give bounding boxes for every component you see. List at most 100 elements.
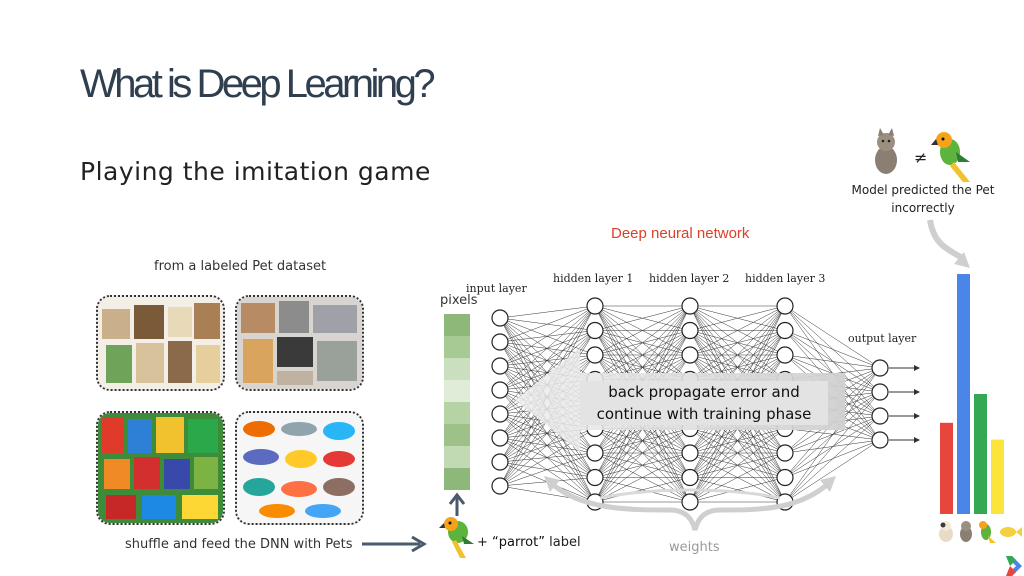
prediction-caption: Model predicted the Pet incorrectly <box>840 181 1006 217</box>
weight-connection <box>499 305 596 391</box>
hidden-neuron <box>586 468 604 487</box>
label-suffix: label <box>549 535 581 550</box>
hidden-neuron <box>776 444 794 462</box>
feed-caption: shuffle and feed the DNN with Pets <box>125 537 353 552</box>
cat-image-tile <box>235 295 364 391</box>
weight-connection <box>689 305 786 356</box>
output-neuron <box>871 383 889 401</box>
weight-connection <box>784 354 881 369</box>
output-layer-label: output layer <box>848 332 917 345</box>
prediction-caption-line-1: Model predicted the Pet <box>851 183 995 197</box>
pixel-cell <box>444 402 470 424</box>
pixel-cell <box>444 380 470 402</box>
output-arrowhead <box>914 437 920 443</box>
dataset-caption: from a labeled Pet dataset <box>154 259 327 274</box>
hidden-neuron <box>776 468 794 487</box>
weight-connection <box>499 452 596 487</box>
weight-connection <box>594 477 691 503</box>
weight-connection <box>784 391 881 503</box>
weight-connection <box>499 305 596 319</box>
weights-brace <box>544 476 836 531</box>
weight-connection <box>689 305 786 331</box>
network-title: Deep neural network <box>611 225 750 242</box>
weight-connection <box>594 452 691 503</box>
cat-icon <box>875 128 897 174</box>
output-bar-cat <box>957 274 970 514</box>
input-neuron <box>491 357 509 375</box>
cat-icon <box>960 521 972 542</box>
weight-connection <box>784 305 881 369</box>
label-word: “parrot” <box>492 535 545 550</box>
weight-connection <box>499 305 596 415</box>
prediction-caption-line-2: incorrectly <box>891 201 955 215</box>
weight-connection <box>594 305 691 331</box>
input-neuron <box>491 405 509 423</box>
up-arrow-icon <box>448 492 466 516</box>
weight-connection <box>594 305 691 380</box>
backprop-line-1: back propagate error and <box>608 383 800 401</box>
slide-subtitle: Playing the imitation game <box>80 157 431 186</box>
input-layer-label: input layer <box>466 282 527 295</box>
weights-label: weights <box>669 540 720 555</box>
output-neuron <box>871 407 889 425</box>
pixels-label: pixels <box>440 293 478 308</box>
output-neuron <box>871 359 889 377</box>
hidden-layer-1-label: hidden layer 1 <box>553 272 634 285</box>
hidden-layer-2-label: hidden layer 2 <box>649 272 730 285</box>
hidden-neuron <box>681 444 699 462</box>
dog-icon <box>939 521 953 542</box>
output-bar-dog <box>940 422 953 514</box>
weight-connection <box>499 305 596 439</box>
output-bar-chart <box>940 274 1004 514</box>
input-neuron <box>491 309 509 327</box>
output-bar-fish <box>991 439 1004 514</box>
output-arrowhead <box>914 365 920 371</box>
hidden-neuron <box>586 444 604 462</box>
hidden-neuron <box>776 346 794 364</box>
fish-image-tile <box>235 411 364 525</box>
cat-collage <box>237 297 362 389</box>
weight-connection <box>689 452 786 503</box>
pixel-cell <box>444 358 470 380</box>
parrot-collage <box>98 413 223 523</box>
hidden-neuron <box>681 297 699 315</box>
weight-connection <box>784 415 881 503</box>
weight-connection <box>499 305 596 367</box>
pixel-cell <box>444 314 470 336</box>
not-equal-sign: ≠ <box>914 148 928 167</box>
input-neuron <box>491 381 509 399</box>
input-neuron <box>491 333 509 351</box>
weight-connection <box>784 439 881 503</box>
parrot-image-tile <box>96 411 225 525</box>
hidden-neuron <box>776 297 794 315</box>
hidden-neuron <box>681 321 699 340</box>
hidden-neuron <box>586 297 604 315</box>
hidden-neuron <box>681 493 699 511</box>
output-arrowhead <box>914 413 920 419</box>
hidden-layer-3-label: hidden layer 3 <box>745 272 826 285</box>
backprop-line-2: continue with training phase <box>596 405 812 423</box>
plus-sign: + <box>477 535 488 550</box>
weight-connection <box>689 477 786 503</box>
google-chevron-icon <box>1006 556 1022 576</box>
feed-arrow-icon <box>362 535 427 553</box>
pixel-cell <box>444 424 470 446</box>
hidden-neuron <box>586 321 604 340</box>
slide-title: What is Deep Learning? <box>80 62 436 106</box>
input-neuron <box>491 453 509 471</box>
dog-collage <box>98 297 223 389</box>
output-bar-parrot <box>974 394 987 514</box>
pixel-strip <box>444 314 470 490</box>
weight-connection <box>784 330 881 369</box>
backprop-text: back propagate error and continue with t… <box>580 381 828 425</box>
fish-collage <box>237 413 362 523</box>
pixel-cell <box>444 336 470 358</box>
input-neuron <box>491 429 509 447</box>
output-neuron <box>871 431 889 449</box>
pixel-cell <box>444 446 470 468</box>
input-neuron <box>491 477 509 495</box>
pixel-cell <box>444 468 470 490</box>
pet-icons <box>939 521 1022 543</box>
weight-connection <box>689 305 786 380</box>
output-arrowhead <box>914 389 920 395</box>
